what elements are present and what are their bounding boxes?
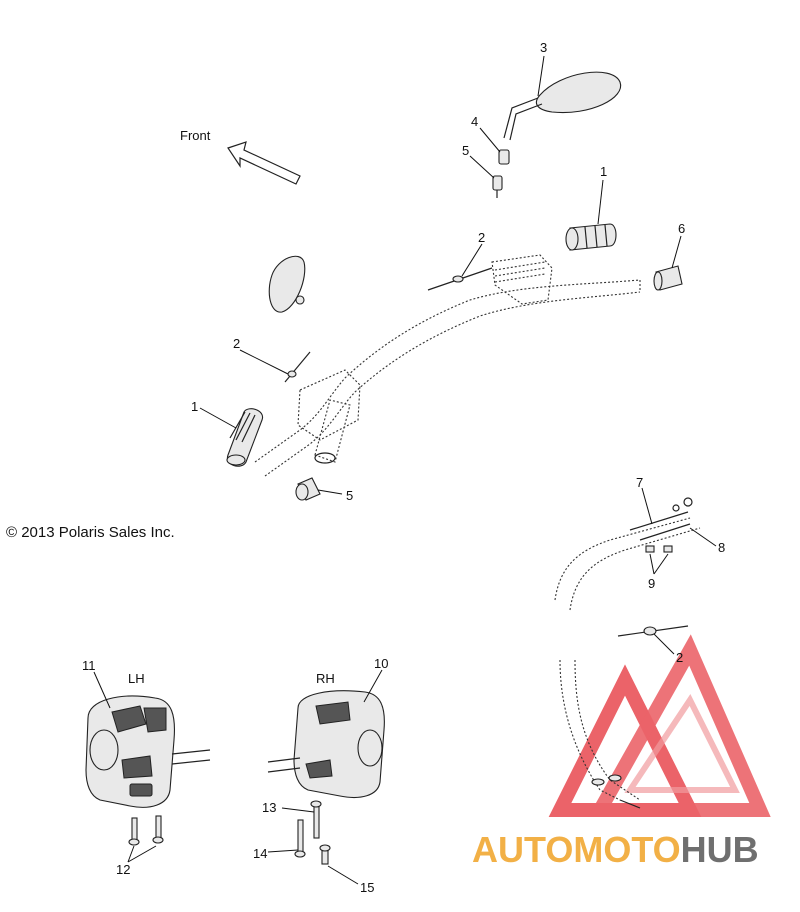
callout-2-left: 2 bbox=[233, 336, 240, 351]
callout-12: 12 bbox=[116, 862, 130, 877]
watermark-hub: HUB bbox=[681, 829, 759, 870]
cable-routing bbox=[554, 497, 701, 809]
callout-8: 8 bbox=[718, 540, 725, 555]
bar-end-weight-left bbox=[295, 477, 321, 501]
callout-1-right: 1 bbox=[600, 164, 607, 179]
right-mirror bbox=[492, 71, 622, 198]
lh-switch-housing bbox=[85, 695, 211, 808]
lh-label: LH bbox=[128, 671, 145, 686]
callout-9: 9 bbox=[648, 576, 655, 591]
rh-switch-housing bbox=[267, 690, 385, 799]
lh-screws bbox=[128, 815, 164, 846]
handlebar bbox=[254, 254, 641, 477]
callout-3: 3 bbox=[540, 40, 547, 55]
rh-label: RH bbox=[316, 671, 335, 686]
callout-11: 11 bbox=[82, 658, 96, 673]
front-label: Front bbox=[180, 128, 211, 143]
left-grip bbox=[226, 408, 264, 467]
callout-15: 15 bbox=[360, 880, 374, 895]
callout-6: 6 bbox=[678, 221, 685, 236]
watermark-text: AUTOMOTOHUB bbox=[472, 829, 759, 870]
callout-13: 13 bbox=[262, 800, 276, 815]
cable-adjuster-left bbox=[284, 351, 311, 383]
copyright-notice: © 2013 Polaris Sales Inc. bbox=[6, 524, 175, 541]
front-arrow bbox=[227, 141, 301, 185]
rh-screws bbox=[294, 800, 331, 865]
callout-5-bottom: 5 bbox=[346, 488, 353, 503]
right-grip bbox=[565, 223, 617, 251]
watermark-automoto: AUTOMOTO bbox=[472, 829, 681, 870]
cable-adjuster-right bbox=[427, 267, 493, 291]
callout-4: 4 bbox=[471, 114, 478, 129]
leader-lines bbox=[93, 55, 717, 885]
callout-7: 7 bbox=[636, 475, 643, 490]
callout-2-top: 2 bbox=[478, 230, 485, 245]
callout-2-cable: 2 bbox=[676, 650, 683, 665]
watermark-logo bbox=[548, 634, 771, 817]
callout-5-top: 5 bbox=[462, 143, 469, 158]
left-mirror bbox=[268, 255, 306, 313]
callout-14: 14 bbox=[253, 846, 267, 861]
bar-end-weight-right bbox=[653, 265, 683, 291]
callout-1-left: 1 bbox=[191, 399, 198, 414]
callout-10: 10 bbox=[374, 656, 388, 671]
